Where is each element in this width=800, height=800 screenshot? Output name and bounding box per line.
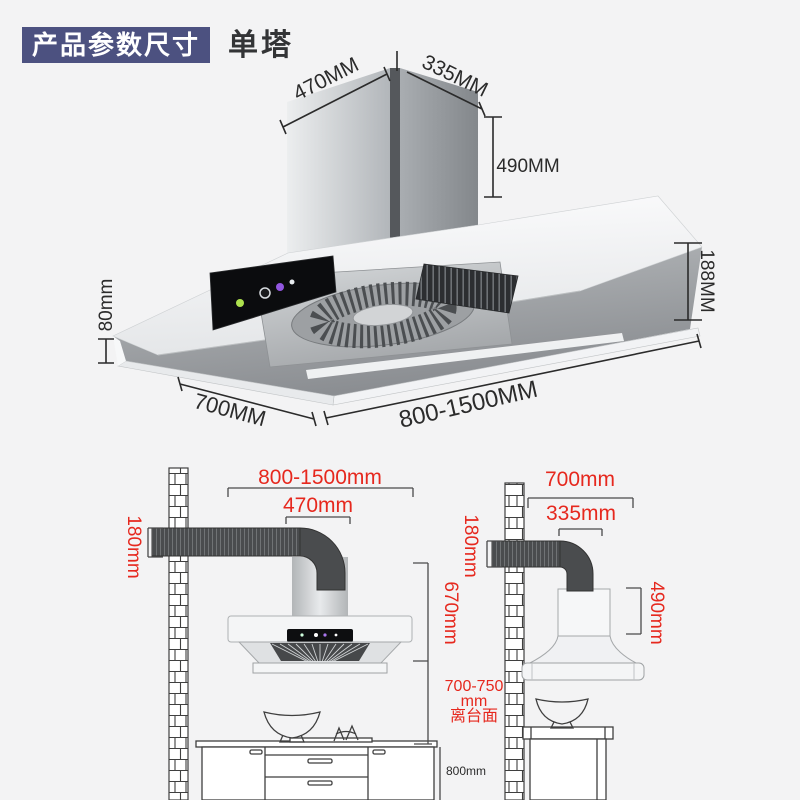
dim-left-edge-label: 80mm bbox=[96, 279, 117, 332]
chimney-edge bbox=[390, 68, 400, 252]
dim-line-chimney-height bbox=[484, 116, 502, 198]
indicator-light-purple bbox=[276, 283, 284, 291]
exhaust-duct-front bbox=[151, 527, 301, 557]
indicator-light-green bbox=[236, 299, 244, 307]
hood-3d-canopy bbox=[112, 195, 703, 406]
side-flue-bracket bbox=[486, 540, 502, 568]
hob-base bbox=[289, 737, 373, 743]
fan-hub bbox=[352, 303, 414, 327]
title-badge: 产品参数尺寸 bbox=[22, 27, 211, 63]
dim-line-top-depth bbox=[406, 71, 486, 117]
dim-chimney-height-label: 490MM bbox=[496, 156, 559, 177]
oil-tray-strip bbox=[306, 333, 624, 379]
front-width-range-bracket bbox=[227, 487, 414, 497]
kitchen-counter-front bbox=[195, 711, 438, 800]
front-hood-height-label: 670mm bbox=[440, 581, 461, 644]
hood-side-view bbox=[521, 588, 645, 681]
duct-elbow-side bbox=[559, 540, 594, 592]
front-panel-light-2 bbox=[314, 633, 318, 637]
side-chimney bbox=[557, 588, 611, 637]
clearance-label-2: mm bbox=[461, 693, 488, 710]
wall-column-left bbox=[168, 467, 189, 800]
wok-bowl-front bbox=[263, 711, 321, 743]
front-control-panel bbox=[287, 629, 353, 642]
indicator-ring-white bbox=[259, 287, 271, 299]
clearance-label-3: 离台面 bbox=[450, 707, 498, 725]
left-tip-face bbox=[113, 336, 126, 366]
dim-line-left-edge bbox=[98, 338, 114, 364]
dim-line-top-width bbox=[279, 51, 398, 135]
door-handle-left bbox=[249, 749, 263, 755]
side-chimney-depth-label: 335mm bbox=[546, 502, 616, 525]
indicator-light-small bbox=[289, 279, 295, 285]
dim-depth-label: 700MM bbox=[191, 388, 268, 431]
side-canopy-flare bbox=[527, 635, 639, 665]
cabinet-panels bbox=[264, 747, 369, 800]
dim-right-height-label: 188MM bbox=[696, 249, 717, 312]
front-bottom-rim bbox=[252, 662, 388, 674]
front-panel-light-3 bbox=[323, 633, 327, 637]
front-flue-bracket bbox=[147, 527, 163, 558]
countertop-side-detail bbox=[530, 727, 606, 739]
install-diagram-front: 800-1500mm 470mm 180mm 670mm 700-750 mm … bbox=[123, 466, 503, 800]
dim-line-depth bbox=[177, 376, 317, 427]
wall-column-right bbox=[504, 482, 525, 800]
front-fan-fins bbox=[271, 643, 369, 661]
drawer-handle-2 bbox=[307, 780, 333, 786]
chimney-right-face bbox=[400, 68, 478, 251]
front-flue-label: 180mm bbox=[123, 515, 144, 578]
install-diagram-side: 700mm 335mm 180mm 490mm bbox=[460, 468, 667, 800]
side-depth-bracket bbox=[527, 497, 634, 508]
counter-height-label: 800mm bbox=[446, 764, 486, 778]
vent-grille bbox=[415, 263, 519, 314]
wok-bowl-side bbox=[535, 698, 589, 729]
side-depth-label: 700mm bbox=[545, 468, 615, 491]
side-view-dimensions: 700mm 335mm 180mm 490mm bbox=[460, 468, 667, 645]
side-flue-label: 180mm bbox=[460, 514, 481, 577]
drawer-handle-1 bbox=[307, 758, 333, 764]
fan-blades bbox=[309, 281, 457, 349]
front-hood-height-line bbox=[413, 562, 432, 745]
dim-line-right-height bbox=[674, 242, 702, 321]
side-chimney-height-label: 490mm bbox=[646, 581, 667, 644]
side-rim-endcaps bbox=[531, 663, 635, 680]
control-panel bbox=[209, 255, 337, 331]
front-width-range-label: 800-1500mm bbox=[258, 466, 382, 489]
duct-elbow-front bbox=[299, 527, 346, 591]
exhaust-duct-side bbox=[491, 540, 561, 568]
gas-burner-front bbox=[333, 724, 359, 742]
front-view-dimensions: 800-1500mm 470mm 180mm 670mm 700-750 mm … bbox=[123, 466, 503, 800]
cabinet-front bbox=[201, 746, 435, 800]
kitchen-counter-side bbox=[522, 698, 614, 800]
cabinet-side bbox=[529, 738, 607, 800]
hood-3d-chimney bbox=[287, 68, 478, 260]
subtitle-model-type: 单塔 bbox=[228, 29, 294, 62]
side-bottom-rim bbox=[521, 662, 645, 681]
side-chimney-depth-bracket bbox=[558, 528, 603, 536]
front-panel-light-4 bbox=[334, 633, 338, 637]
side-chimney-height-bracket bbox=[626, 587, 642, 635]
front-chimney-width-label: 470mm bbox=[283, 494, 353, 517]
door-handle-right bbox=[372, 749, 386, 755]
front-panel-light-1 bbox=[300, 633, 304, 637]
dim-line-width-range bbox=[323, 333, 702, 426]
hood-3d-render: 470MM 335MM 490MM 188MM 80mm 700MM 800-1… bbox=[96, 50, 717, 433]
chimney-left-face bbox=[287, 68, 390, 260]
front-chimney-width-bracket bbox=[285, 516, 351, 524]
countertop-side bbox=[522, 726, 614, 740]
clearance-label-1: 700-750 bbox=[445, 678, 504, 695]
